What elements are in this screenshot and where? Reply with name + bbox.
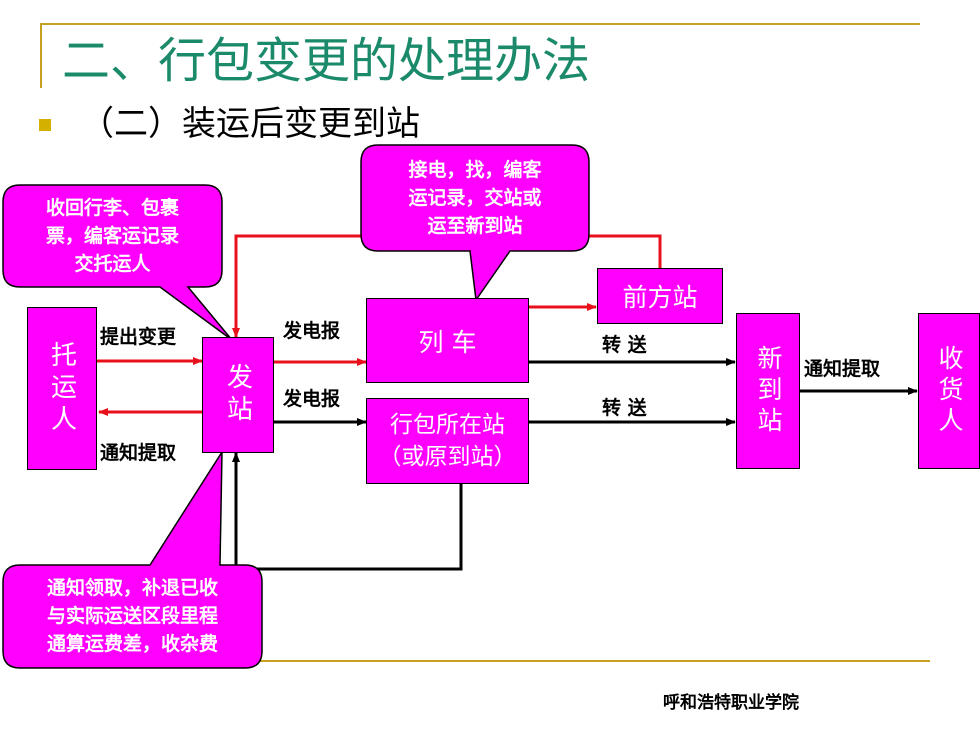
edge-forward-parcel: 转 送 xyxy=(602,397,647,419)
bullet-square xyxy=(39,119,51,131)
node-front-label: 前方站 xyxy=(622,283,698,312)
callout-origin-top: 收回行李、包裹 票，编客运记录 交托运人 xyxy=(45,197,179,275)
node-shipper-label: 托运人 xyxy=(46,340,77,437)
arrow-parcel-origin xyxy=(232,452,463,571)
title-top-rule xyxy=(40,23,920,25)
node-front-station: 前方站 xyxy=(597,268,723,324)
edge-telegram-parcel: 发电报 xyxy=(283,388,341,410)
callout-train-top: 接电，找，编客 运记录，交站或 运至新到站 xyxy=(408,159,542,237)
footer-rule xyxy=(255,660,930,662)
node-parcel-station: 行包所在站 （或原到站） xyxy=(366,398,529,484)
node-train: 列 车 xyxy=(366,298,529,383)
node-new-label: 新到站 xyxy=(754,344,783,438)
edge-notify-pickup-left: 通知提取 xyxy=(100,442,177,464)
slide-title: 二、行包变更的处理办法 xyxy=(62,33,591,89)
edge-forward-train: 转 送 xyxy=(602,334,647,356)
node-consignee-label: 收货人 xyxy=(935,344,964,438)
edge-request-change: 提出变更 xyxy=(100,326,177,348)
title-left-rule xyxy=(40,23,42,88)
edge-telegram-train: 发电报 xyxy=(283,320,341,342)
node-consignee: 收货人 xyxy=(918,313,980,469)
node-parcel-label: 行包所在站 （或原到站） xyxy=(378,412,517,470)
node-train-label: 列 车 xyxy=(418,327,477,357)
edge-notify-pickup-right: 通知提取 xyxy=(804,358,881,380)
callout-origin-bottom: 通知领取，补退已收 与实际运送区段里程 通算运费差，收杂费 xyxy=(46,577,218,655)
node-new-station: 新到站 xyxy=(736,313,800,469)
node-origin-label: 发站 xyxy=(222,363,253,427)
bullet-text: （二）装运后变更到站 xyxy=(80,104,420,144)
node-shipper: 托运人 xyxy=(27,307,97,470)
node-origin-station: 发站 xyxy=(202,337,274,453)
footer-institution: 呼和浩特职业学院 xyxy=(663,693,799,713)
